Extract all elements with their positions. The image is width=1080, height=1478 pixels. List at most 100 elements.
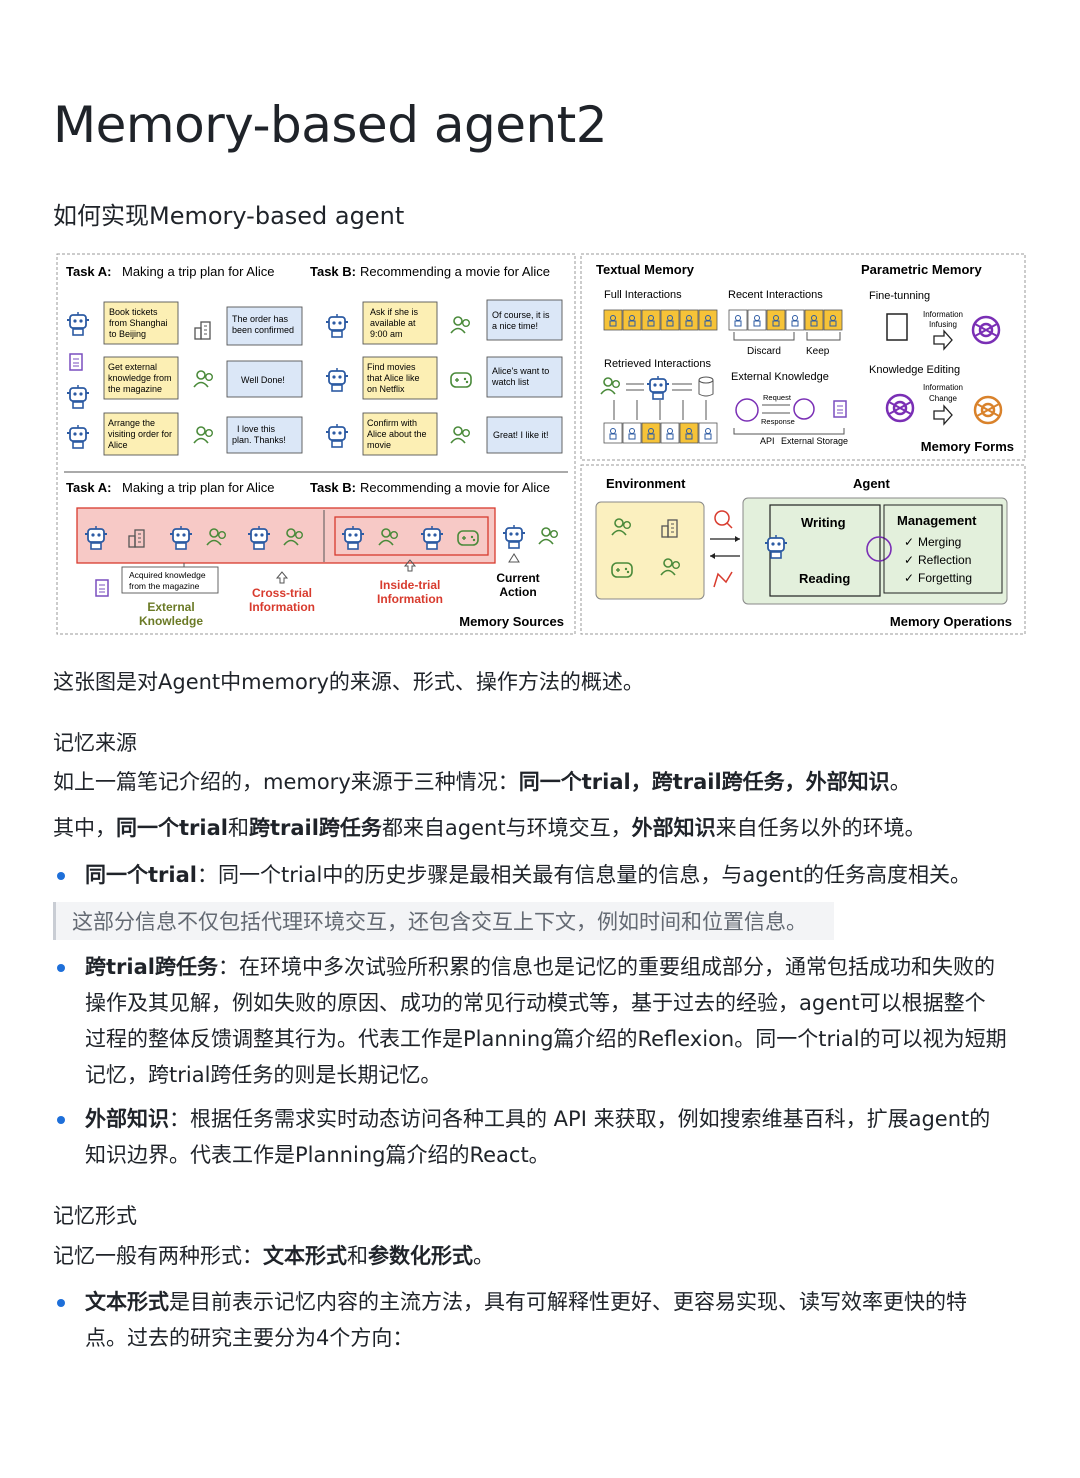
- svg-text:Get external: Get external: [108, 362, 157, 372]
- svg-text:Task A:: Task A:: [66, 480, 112, 495]
- check-icon: ✓: [904, 553, 914, 567]
- people-icon: [193, 370, 214, 388]
- svg-text:Confirm with: Confirm with: [367, 418, 417, 428]
- svg-text:Reading: Reading: [799, 571, 850, 586]
- svg-text:a nice time!: a nice time!: [492, 321, 538, 331]
- svg-text:Action: Action: [499, 585, 536, 599]
- task-a-msg-1: [103, 301, 179, 345]
- memory-overview-diagram: Task A: Making a trip plan for Alice Tas…: [56, 253, 1026, 635]
- robot-icon: [502, 524, 526, 549]
- svg-text:Book tickets: Book tickets: [109, 307, 158, 317]
- svg-text:I love this: I love this: [237, 424, 276, 434]
- svg-text:Alice about the: Alice about the: [367, 429, 427, 439]
- svg-text:Textual Memory: Textual Memory: [596, 262, 695, 277]
- cloud-icon: [793, 398, 815, 420]
- document-icon: [69, 353, 83, 371]
- svg-text:Inside-trial: Inside-trial: [380, 578, 441, 592]
- heading-memory-sources: 记忆来源: [53, 731, 137, 755]
- acquired-knowledge-note: [121, 566, 219, 594]
- memory-forms-panel: [580, 253, 1026, 461]
- people-icon: [193, 426, 214, 444]
- bullet-dot: [57, 1299, 65, 1307]
- svg-text:External Storage: External Storage: [781, 436, 848, 446]
- memory-overview-figure: Task A: Making a trip plan for Alice Tas…: [54, 252, 1028, 636]
- svg-text:Of course, it is: Of course, it is: [492, 310, 550, 320]
- action-icon: [713, 571, 733, 588]
- robot-icon: [325, 313, 349, 338]
- brain-icon: [866, 536, 892, 562]
- svg-text:Environment: Environment: [606, 476, 686, 491]
- svg-text:Management: Management: [897, 513, 977, 528]
- svg-text:Discard: Discard: [747, 346, 781, 357]
- people-icon: [600, 377, 621, 395]
- agent-box: [742, 497, 1008, 605]
- robot-icon: [646, 375, 670, 400]
- task-a-text: Making a trip plan for Alice: [122, 264, 274, 279]
- people-icon: [450, 426, 471, 444]
- svg-text:from the magazine: from the magazine: [129, 581, 200, 591]
- sources-paragraph-2: 其中，同一个trial和跨trail跨任务都来自agent与环境交互，外部知识来…: [53, 816, 926, 840]
- svg-text:the magazine: the magazine: [108, 384, 162, 394]
- svg-text:Forgetting: Forgetting: [918, 571, 972, 585]
- svg-text:Cross-trial: Cross-trial: [252, 586, 312, 600]
- sources-paragraph-1: 如上一篇笔记介绍的，memory来源于三种情况：同一个trial，跨trail跨…: [53, 770, 911, 794]
- bullet-dot: [57, 1116, 65, 1124]
- document-icon: [886, 313, 908, 341]
- bullet-dot: [57, 872, 65, 880]
- people-icon: [450, 316, 471, 334]
- svg-text:Parametric Memory: Parametric Memory: [861, 262, 982, 277]
- task-a-reply-1: [226, 306, 303, 346]
- task-b-reply-3: [486, 416, 563, 454]
- document-icon: [95, 579, 109, 597]
- svg-text:Response: Response: [761, 417, 795, 426]
- people-icon: [538, 527, 559, 545]
- task-a-msg-3: [103, 412, 179, 456]
- list-item-external-knowledge: 外部知识：根据任务需求实时动态访问各种工具的 API 来获取，例如搜索维基百科，…: [85, 1107, 991, 1167]
- robot-icon: [66, 424, 90, 449]
- svg-text:Request: Request: [763, 393, 792, 402]
- memory-sources-panel: [56, 253, 576, 635]
- svg-text:Making a trip plan for Alice: Making a trip plan for Alice: [122, 480, 274, 495]
- svg-text:to Beijing: to Beijing: [109, 329, 146, 339]
- memory-forms-caption: Memory Forms: [921, 439, 1014, 454]
- svg-text:The order has: The order has: [232, 314, 289, 324]
- task-b-label: Task B:: [310, 264, 356, 279]
- robot-icon: [66, 384, 90, 409]
- svg-text:knowledge from: knowledge from: [108, 373, 172, 383]
- svg-text:on Netflix: on Netflix: [367, 384, 405, 394]
- svg-text:Great! I like it!: Great! I like it!: [493, 430, 549, 440]
- svg-text:API: API: [760, 436, 775, 446]
- arrow-right-icon: [933, 404, 953, 426]
- list-item-cross-trial: 跨trial跨任务：在环境中多次试验所积累的信息也是记忆的重要组成部分，通常包括…: [85, 955, 1007, 1087]
- task-a-reply-2: [226, 360, 303, 398]
- task-b-text: Recommending a movie for Alice: [360, 264, 550, 279]
- arrow-right-icon: [933, 329, 953, 351]
- svg-text:Information: Information: [249, 600, 315, 614]
- building-icon: [194, 321, 211, 340]
- memory-sources-caption: Memory Sources: [459, 614, 564, 629]
- svg-text:Fine-tunning: Fine-tunning: [869, 290, 930, 302]
- forms-paragraph-1: 记忆一般有两种形式：文本形式和参数化形式。: [53, 1244, 494, 1268]
- page-title: Memory-based agent2: [53, 96, 608, 154]
- svg-text:Knowledge: Knowledge: [139, 614, 203, 628]
- svg-text:Change: Change: [929, 394, 958, 403]
- task-b-reply-1: [486, 299, 563, 341]
- check-icon: ✓: [904, 535, 914, 549]
- svg-text:that Alice like: that Alice like: [367, 373, 420, 383]
- task-a-label: Task A:: [66, 264, 112, 279]
- environment-box: [595, 501, 705, 600]
- intro-paragraph: 这张图是对Agent中memory的来源、形式、操作方法的概述。: [53, 670, 644, 694]
- svg-text:Knowledge Editing: Knowledge Editing: [869, 364, 960, 376]
- svg-text:Well Done!: Well Done!: [241, 375, 285, 385]
- svg-text:from Shanghai: from Shanghai: [109, 318, 168, 328]
- blockquote: 这部分信息不仅包括代理环境交互，还包含交互上下文，例如时间和位置信息。: [53, 902, 834, 940]
- svg-text:Information: Information: [923, 310, 963, 319]
- robot-icon: [325, 367, 349, 392]
- svg-text:movie: movie: [367, 440, 391, 450]
- task-a-reply-3: [226, 416, 303, 454]
- inside-trial-box: [334, 516, 489, 556]
- list-item-textual-form: 文本形式是目前表示记忆内容的主流方法，具有可解释性更好、更容易实现、读写效率更快…: [85, 1290, 967, 1350]
- robot-icon: [66, 311, 90, 336]
- list-item-same-trial: 同一个trial：同一个trial中的历史步骤是最相关最有信息量的信息，与age…: [85, 863, 972, 887]
- svg-text:Find movies: Find movies: [367, 362, 416, 372]
